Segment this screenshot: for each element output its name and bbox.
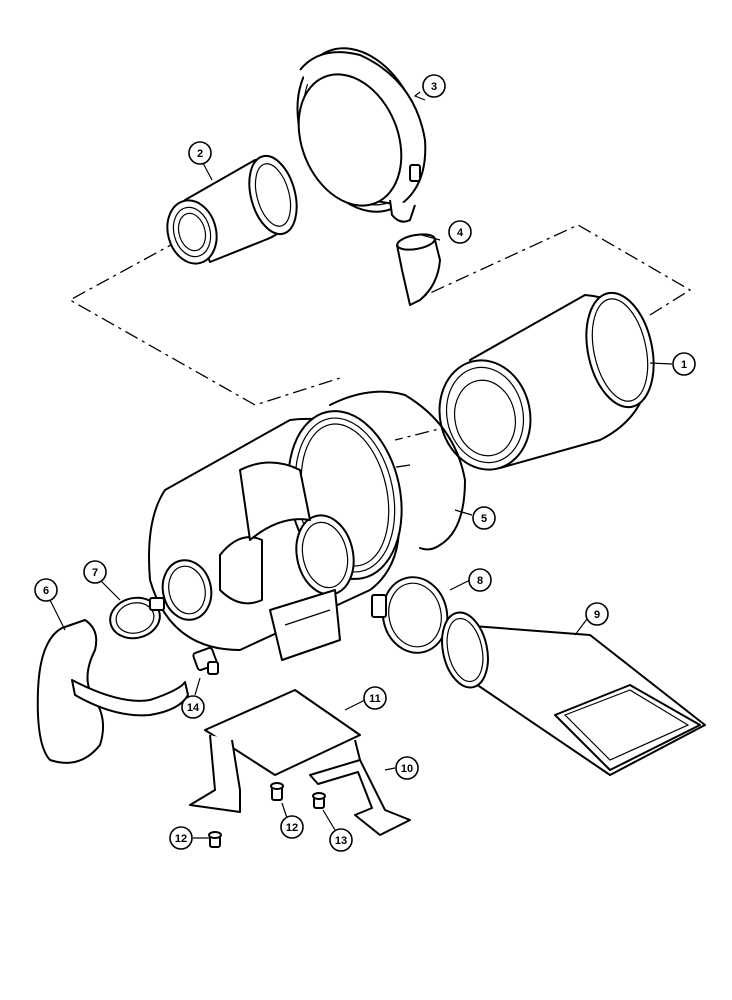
part-3-cover [296, 47, 427, 223]
callout-4-label: 4 [457, 227, 464, 239]
part-6-hose [36, 619, 189, 764]
part-1-outer-filter [438, 291, 655, 471]
part-10-bracket [309, 759, 411, 836]
part-4-valve [396, 233, 441, 306]
part-12-bolt-a [208, 831, 222, 848]
part-8-clamp [371, 576, 449, 654]
callout-10: 10 [395, 756, 419, 780]
assembly-dash-line [68, 224, 692, 469]
callout-10-label: 10 [401, 763, 413, 775]
callout-9: 9 [585, 602, 609, 626]
callout-1-label: 1 [681, 359, 687, 371]
part-2-inner-filter [166, 154, 298, 265]
callout-14-label: 14 [187, 702, 200, 714]
callout-13-label: 13 [335, 835, 347, 847]
callout-2-label: 2 [197, 148, 203, 160]
callout-14: 14 [181, 695, 205, 719]
callout-3: 3 [422, 74, 446, 98]
part-7-clamp [109, 596, 165, 640]
callout-3-label: 3 [431, 81, 437, 93]
callout-5: 5 [472, 506, 496, 530]
callout-8: 8 [468, 568, 492, 592]
callout-1: 1 [672, 352, 696, 376]
callout-11: 11 [363, 686, 387, 710]
callout-9-label: 9 [594, 609, 600, 621]
callout-7-label: 7 [92, 567, 98, 579]
callout-12-left-label: 12 [175, 833, 187, 845]
callout-12-center: 12 [280, 815, 304, 839]
callout-leaders [49, 91, 673, 839]
part-5-seal-ring [329, 390, 466, 551]
part-13-bolt [312, 792, 326, 809]
callout-12-center-label: 12 [286, 822, 298, 834]
part-14-sensor [192, 646, 219, 675]
callout-6: 6 [34, 578, 58, 602]
callout-6-label: 6 [43, 585, 49, 597]
callout-4: 4 [448, 220, 472, 244]
callout-7: 7 [83, 560, 107, 584]
callout-12-left: 12 [169, 826, 193, 850]
callout-5-label: 5 [481, 513, 487, 525]
callout-2: 2 [188, 141, 212, 165]
part-9-intake-duct [441, 611, 706, 776]
part-12-bolt-b [270, 782, 284, 801]
callout-11-label: 11 [369, 693, 381, 705]
callout-13: 13 [329, 828, 353, 852]
housing-body [148, 410, 403, 661]
callout-8-label: 8 [477, 575, 483, 587]
